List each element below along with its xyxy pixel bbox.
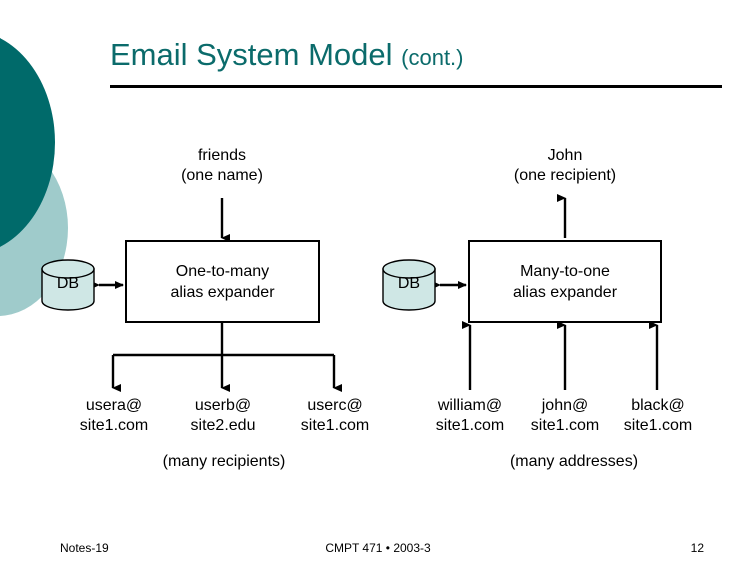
source-address-2: black@ site1.com (612, 396, 704, 436)
addresses-caption: (many addresses) (509, 453, 639, 470)
footer-center: CMPT 471 • 2003-3 (325, 541, 431, 555)
label-input-friends-line2: (one name) (181, 167, 263, 184)
source-address-2-user: black@ (631, 397, 685, 414)
process-box-many-to-one[interactable]: Many-to-one alias expander (468, 240, 662, 323)
source-address-2-host: site1.com (623, 417, 693, 434)
process-box-one-to-many-line2: alias expander (170, 283, 275, 301)
recipients-caption: (many recipients) (162, 453, 286, 470)
label-output-john-line1: John (547, 147, 583, 164)
database-cylinder-right[interactable]: DB (381, 259, 437, 311)
source-address-1: john@ site1.com (519, 396, 611, 436)
recipient-address-2-host: site1.com (300, 417, 370, 434)
page-title-main: Email System Model (110, 37, 402, 72)
label-input-friends: friends (one name) (142, 146, 302, 186)
title-divider (110, 85, 722, 88)
source-address-0: william@ site1.com (424, 396, 516, 436)
label-output-john: John (one recipient) (485, 146, 645, 186)
database-cylinder-left[interactable]: DB (40, 259, 96, 311)
recipient-address-2: userc@ site1.com (289, 396, 381, 436)
source-address-0-host: site1.com (435, 417, 505, 434)
recipient-address-0-host: site1.com (79, 417, 149, 434)
process-box-many-to-one-line1: Many-to-one (520, 262, 610, 280)
recipient-address-0-user: usera@ (85, 397, 143, 414)
process-box-one-to-many[interactable]: One-to-many alias expander (125, 240, 320, 323)
label-output-john-line2: (one recipient) (513, 167, 617, 184)
page-title-sub: (cont.) (401, 45, 464, 70)
recipient-address-1-host: site2.edu (190, 417, 256, 434)
recipient-address-0: usera@ site1.com (68, 396, 160, 436)
database-icon (382, 259, 436, 311)
page-title: Email System Model (cont.) (110, 37, 464, 73)
process-box-many-to-one-line2: alias expander (512, 283, 618, 301)
footer-left: Notes-19 (60, 541, 109, 555)
recipient-address-1-user: userb@ (194, 397, 252, 414)
label-input-friends-line1: friends (197, 147, 247, 164)
recipient-address-2-user: userc@ (307, 397, 363, 414)
source-address-1-host: site1.com (530, 417, 600, 434)
source-address-0-user: william@ (437, 397, 503, 414)
recipient-address-1: userb@ site2.edu (177, 396, 269, 436)
footer-page-number: 12 (690, 541, 704, 555)
source-address-1-user: john@ (541, 397, 589, 414)
process-box-one-to-many-line1: One-to-many (175, 262, 270, 280)
database-icon (41, 259, 95, 311)
